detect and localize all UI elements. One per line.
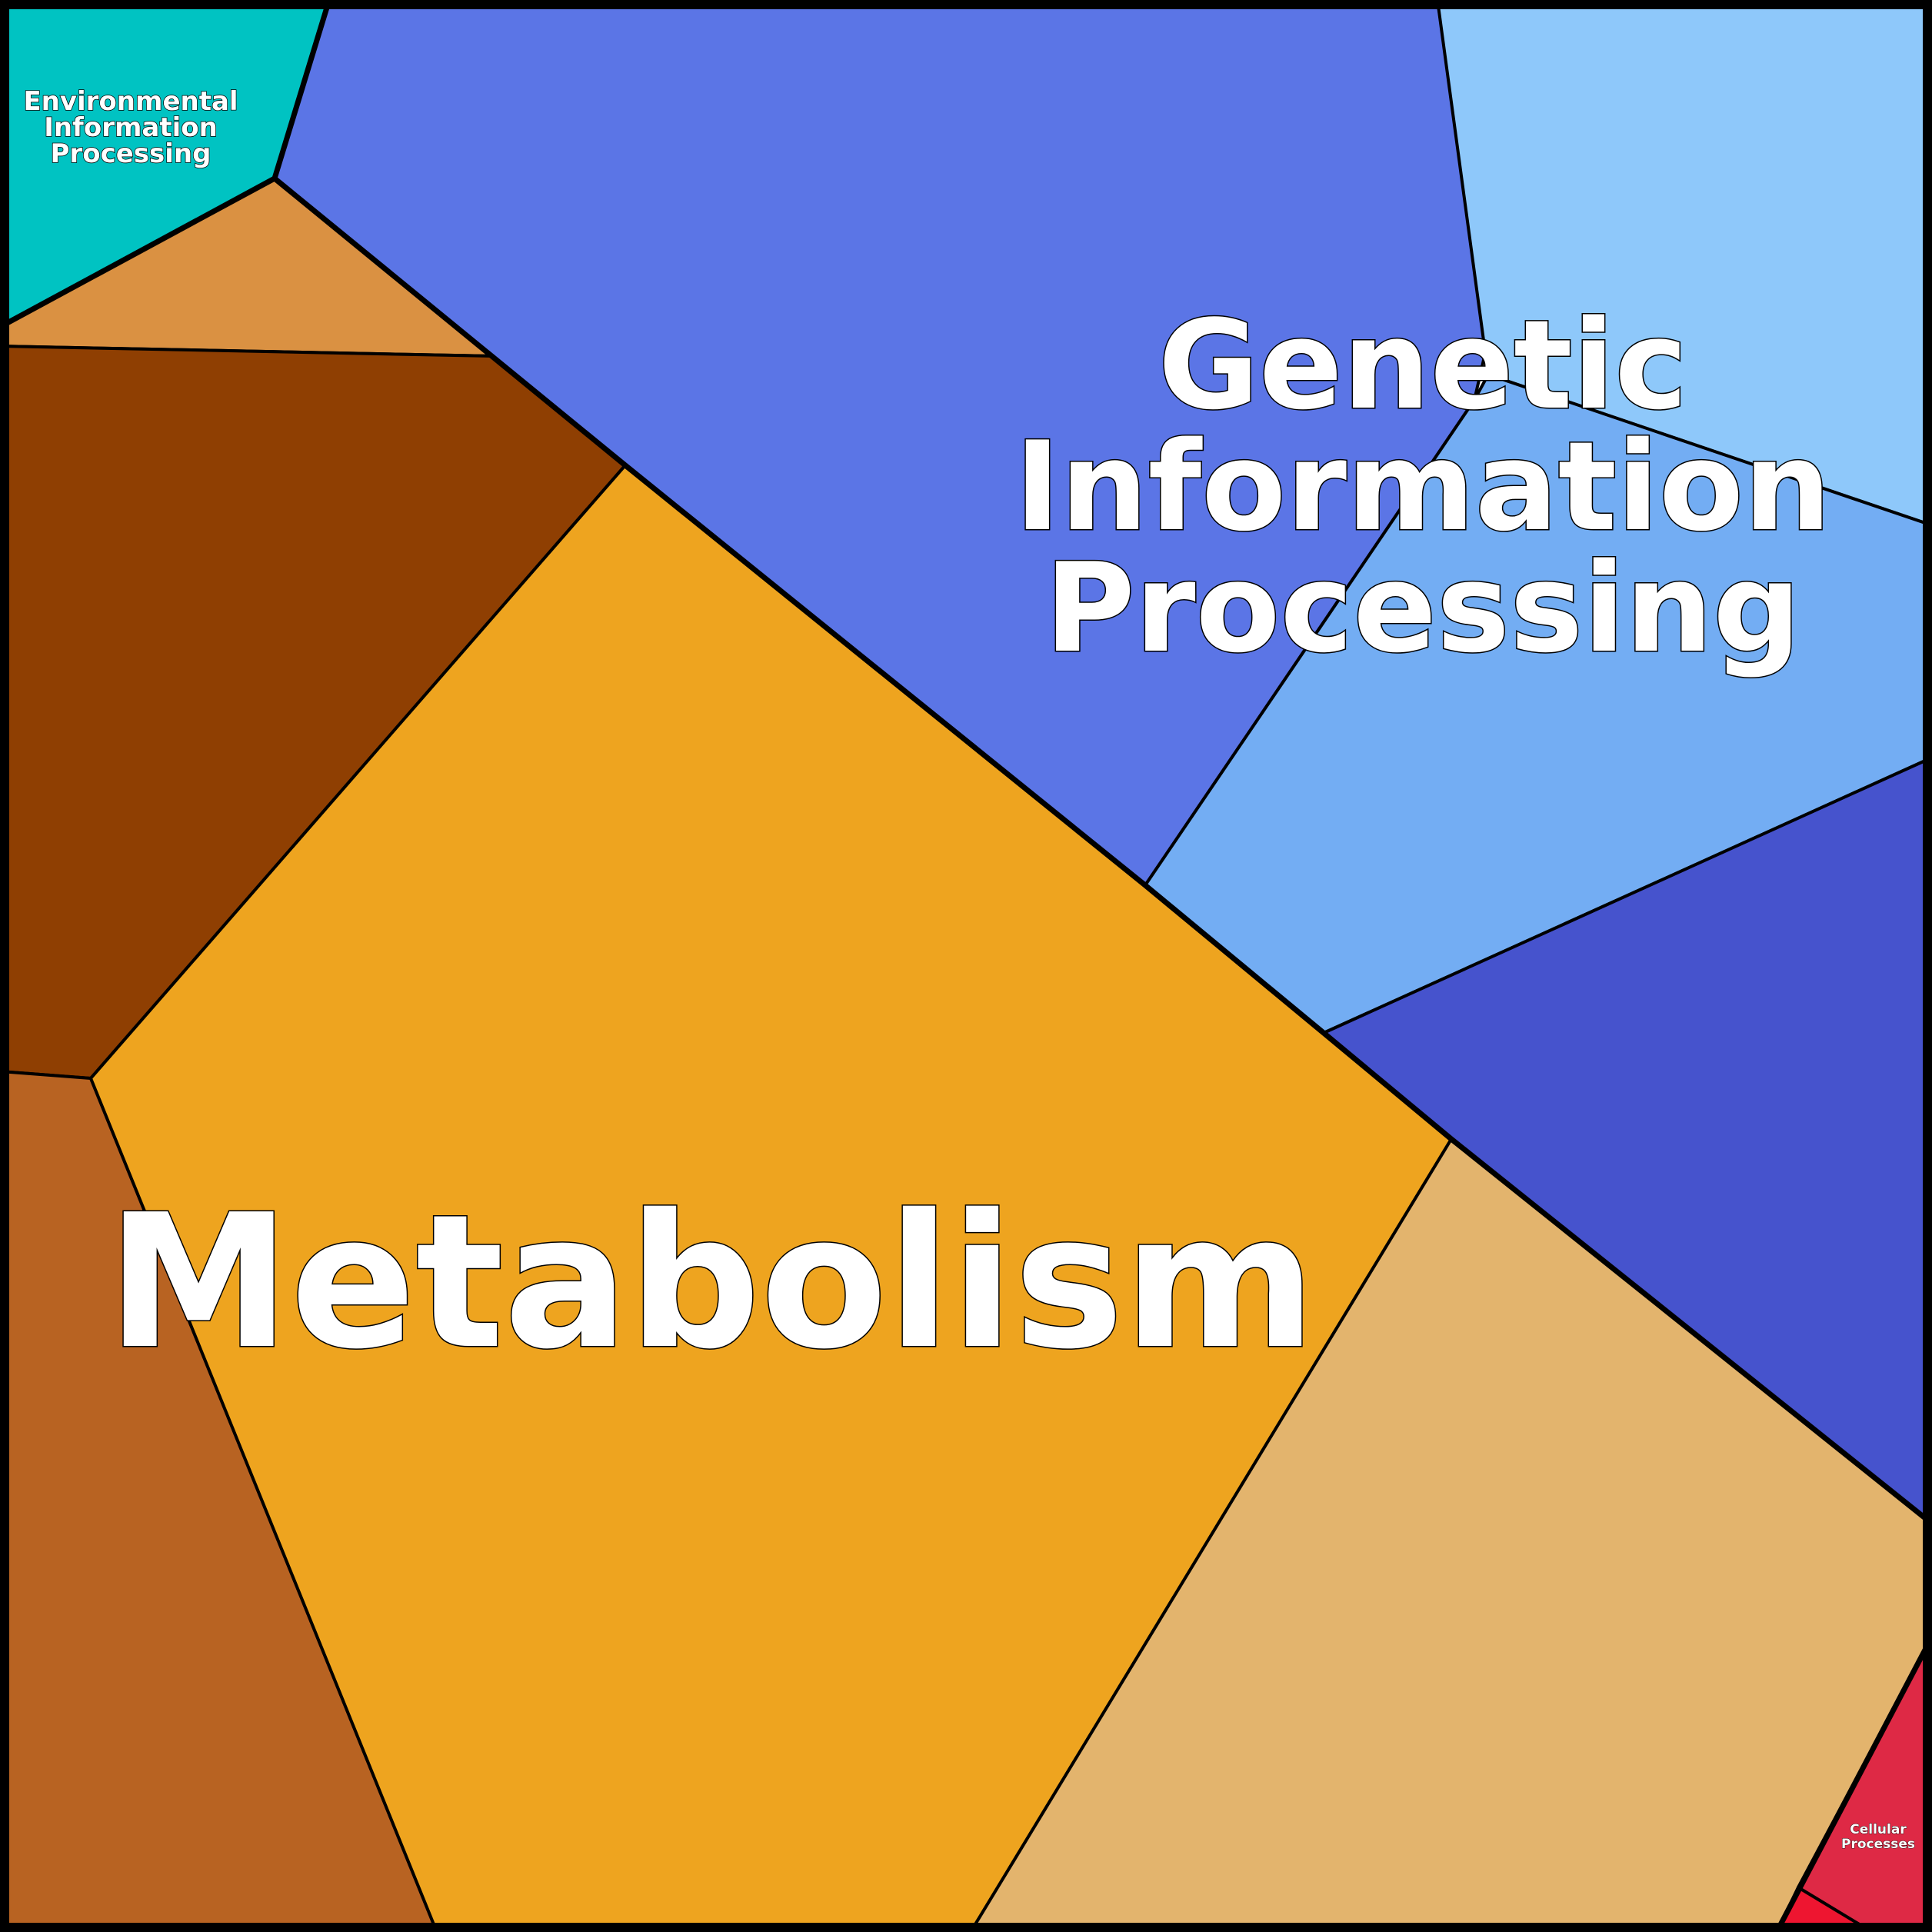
label-cellular-line-2: Processes bbox=[1841, 1837, 1915, 1852]
label-genetic-line-2: Information bbox=[1014, 415, 1831, 558]
cell-genetic-light[interactable] bbox=[1436, 0, 1932, 527]
label-metabolism-line-1: Metabolism bbox=[107, 1174, 1316, 1390]
label-cellular: Cellular Processes bbox=[1841, 1822, 1916, 1853]
label-environmental-line-2: Information bbox=[44, 112, 218, 143]
label-environmental-line-1: Environmental bbox=[23, 86, 238, 117]
label-environmental: Environmental Information Processing bbox=[23, 85, 239, 170]
boundary-cellular bbox=[1774, 1634, 1932, 1932]
label-environmental-line-3: Processing bbox=[51, 138, 212, 169]
label-cellular-line-1: Cellular bbox=[1850, 1822, 1907, 1837]
boundary-metabolism-genetic bbox=[271, 175, 1932, 1527]
label-metabolism: Metabolism bbox=[105, 1174, 1317, 1391]
label-genetic: Genetic Information Processing bbox=[1014, 292, 1833, 681]
cell-metabolism-rust[interactable] bbox=[0, 1070, 438, 1932]
label-genetic-line-3: Processing bbox=[1044, 536, 1800, 680]
label-genetic-line-1: Genetic bbox=[1158, 293, 1687, 437]
